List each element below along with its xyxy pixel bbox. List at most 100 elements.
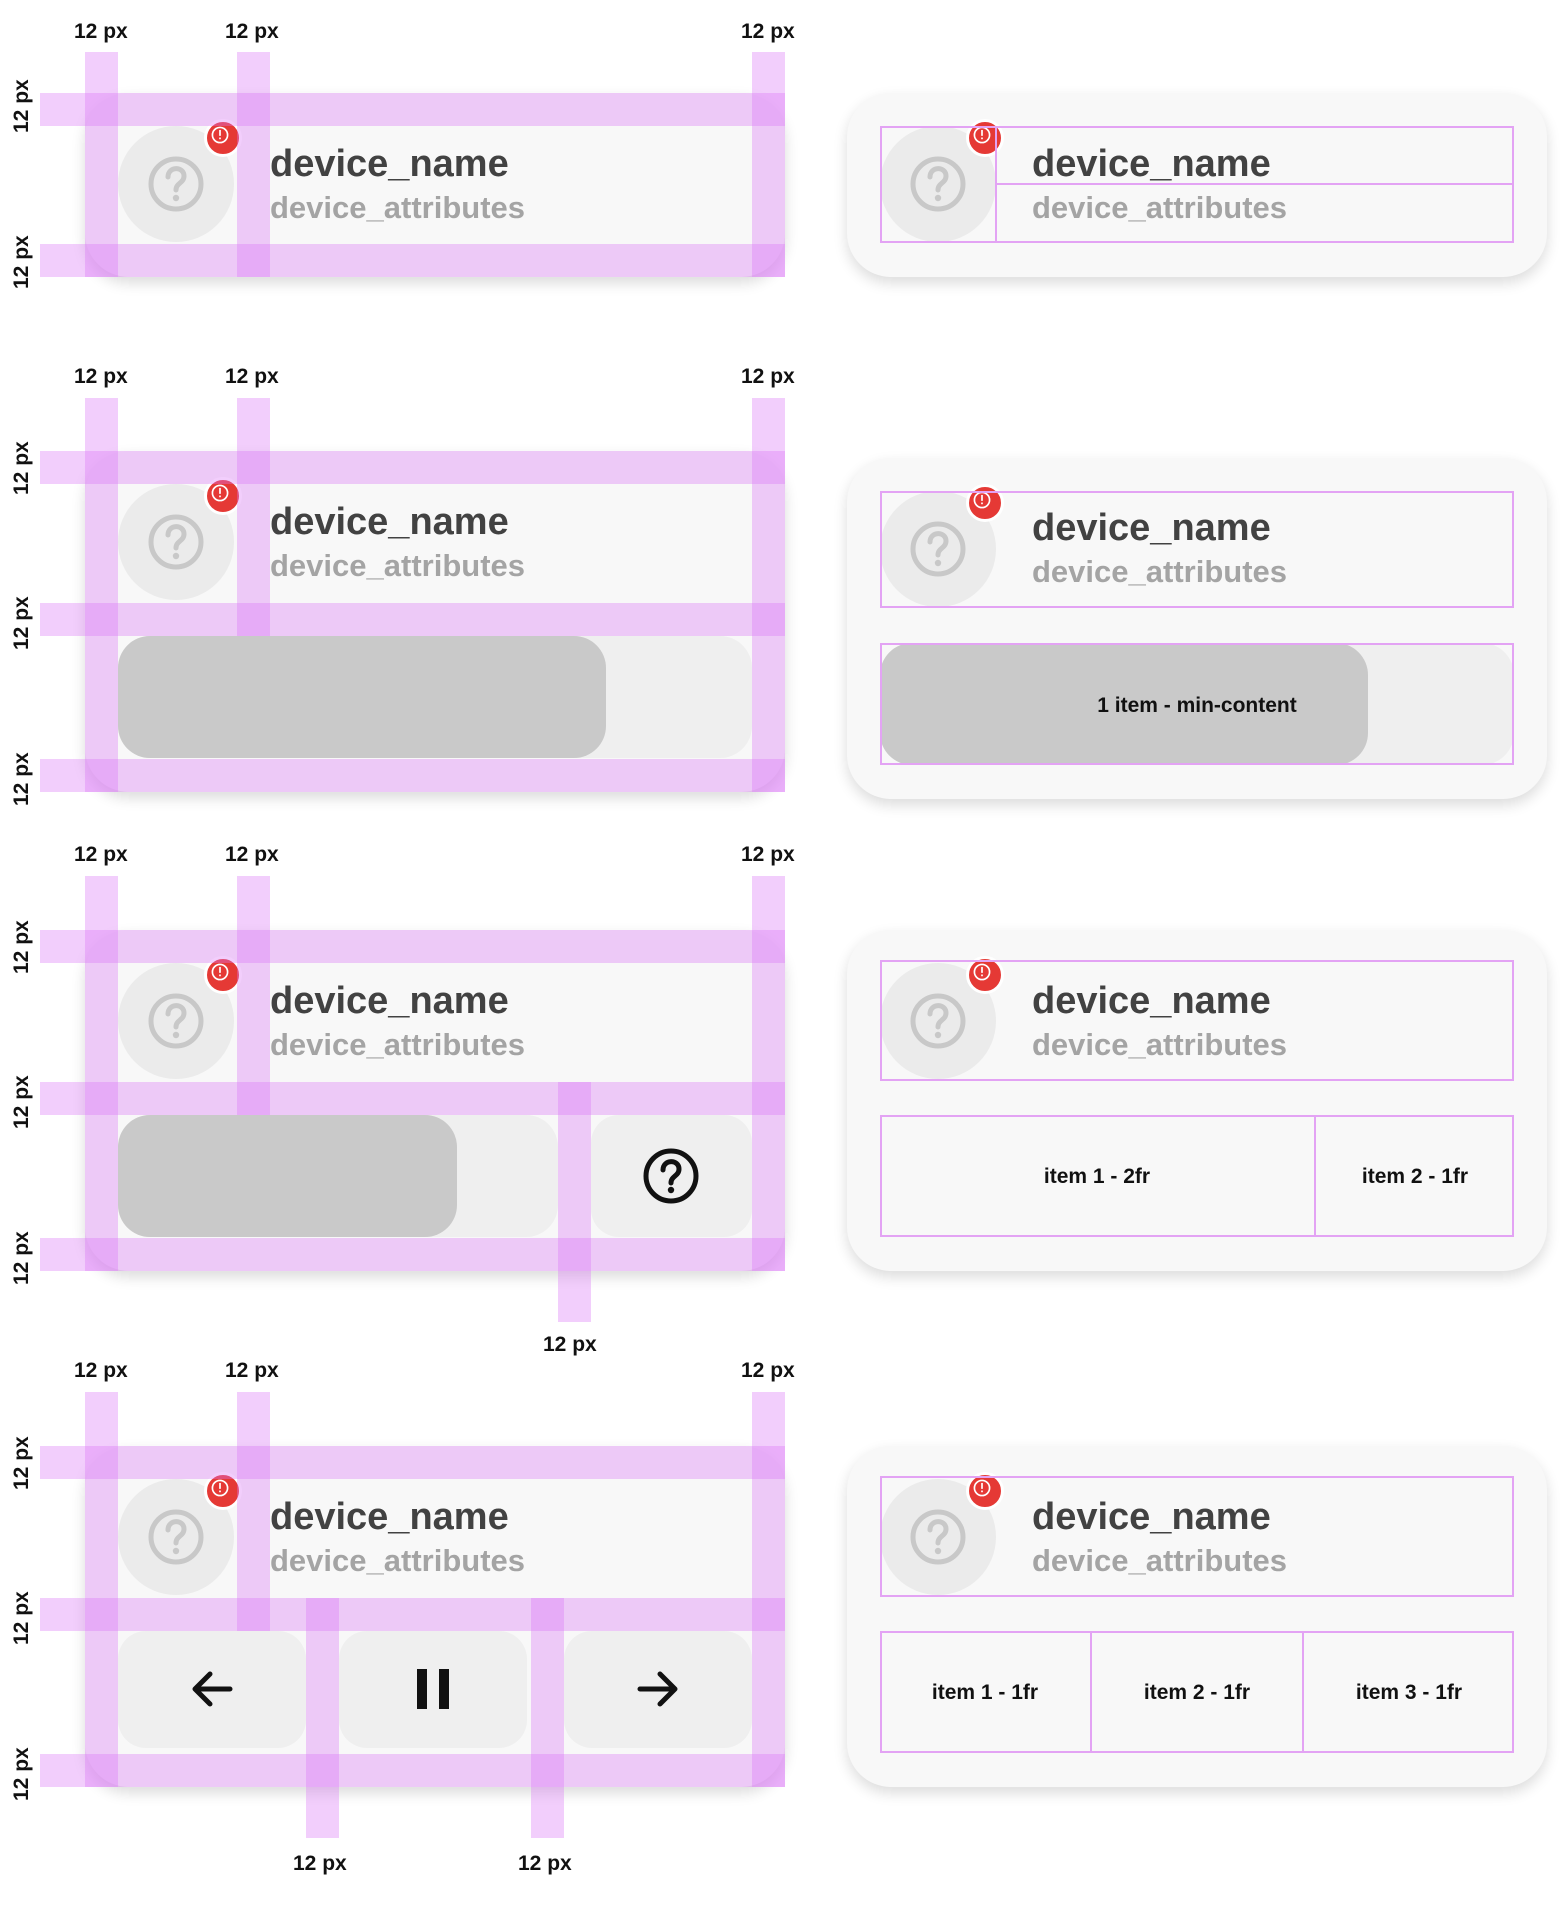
slider-track[interactable] — [118, 636, 752, 758]
grid-item-label: 1 item - min-content — [1097, 694, 1297, 717]
gap-guide-icon — [237, 1392, 270, 1631]
device-name: device_name — [1032, 980, 1271, 1022]
help-circle-icon — [144, 152, 208, 216]
padding-guide-left — [85, 52, 118, 277]
padding-guide-right — [752, 398, 785, 792]
grid-column-divider — [1302, 1631, 1304, 1753]
measure-label: 12 px — [225, 365, 279, 388]
help-circle-outline-icon — [643, 1148, 699, 1204]
device-name: device_name — [270, 1496, 509, 1538]
measure-label: 12 px — [74, 365, 128, 388]
padding-guide-left — [85, 876, 118, 1271]
padding-guide-left — [85, 1392, 118, 1787]
measure-label: 12 px — [10, 1747, 33, 1801]
slider-track[interactable] — [880, 643, 1514, 765]
grid-item-label: item 1 - 1fr — [931, 1681, 1039, 1704]
device-name: device_name — [1032, 1496, 1271, 1538]
pause-icon — [417, 1669, 449, 1709]
padding-guide-right — [752, 876, 785, 1271]
measure-label: 12 px — [225, 1359, 279, 1382]
gap-guide-column — [531, 1598, 564, 1838]
padding-guide-right — [752, 52, 785, 277]
padding-guide-bottom — [40, 1754, 785, 1787]
grid-outline-row — [880, 1631, 1514, 1753]
measure-label: 12 px — [518, 1852, 572, 1875]
slider-fill — [118, 1115, 457, 1237]
device-attributes: device_attributes — [270, 548, 525, 583]
device-name: device_name — [270, 501, 509, 543]
grid-outline-header — [880, 491, 1514, 608]
measure-label: 12 px — [74, 20, 128, 43]
measure-label: 12 px — [293, 1852, 347, 1875]
slider-fill — [118, 636, 607, 758]
device-attributes: device_attributes — [1032, 1543, 1287, 1578]
grid-item-label: item 1 - 2fr — [1043, 1165, 1151, 1188]
grid-outline-slider — [880, 643, 1514, 765]
previous-button[interactable] — [118, 1631, 306, 1748]
padding-guide-bottom — [40, 759, 785, 792]
gap-guide-icon — [237, 398, 270, 636]
pause-button[interactable] — [339, 1631, 527, 1748]
measure-label: 12 px — [741, 1359, 795, 1382]
grid-outline-icon-area — [880, 126, 997, 243]
measure-label: 12 px — [10, 920, 33, 974]
grid-item-label: item 2 - 1fr — [1143, 1681, 1251, 1704]
padding-guide-top — [40, 93, 785, 126]
arrow-forward-icon — [637, 1671, 678, 1707]
device-attributes: device_attributes — [270, 1543, 525, 1578]
alert-badge — [966, 1472, 1004, 1510]
measure-label: 12 px — [10, 1231, 33, 1285]
gap-guide-row — [40, 1598, 785, 1631]
alert-badge — [966, 484, 1004, 522]
arrow-back-icon — [192, 1671, 233, 1707]
gap-guide-column — [558, 1082, 591, 1322]
alert-badge — [966, 956, 1004, 994]
alert-badge — [204, 477, 242, 515]
measure-label: 12 px — [741, 843, 795, 866]
padding-guide-top — [40, 1446, 785, 1479]
alert-badge — [204, 956, 242, 994]
next-button[interactable] — [564, 1631, 752, 1748]
gap-guide-row — [40, 1082, 785, 1115]
alert-badge — [966, 119, 1004, 157]
slider-track[interactable] — [118, 1115, 558, 1237]
measure-label: 12 px — [225, 20, 279, 43]
padding-guide-left — [85, 398, 118, 792]
padding-guide-right — [752, 1392, 785, 1787]
alert-badge — [204, 1472, 242, 1510]
alert-icon — [207, 480, 239, 512]
gap-guide-icon — [237, 52, 270, 277]
measure-label: 12 px — [10, 1436, 33, 1490]
grid-column-divider — [1314, 1115, 1316, 1237]
measure-label: 12 px — [741, 20, 795, 43]
measure-label: 12 px — [10, 235, 33, 289]
help-button[interactable] — [591, 1115, 752, 1237]
help-circle-icon — [144, 1505, 208, 1569]
grid-outline-header — [880, 960, 1514, 1081]
grid-item-label: item 2 - 1fr — [1361, 1165, 1469, 1188]
slider-fill — [880, 643, 1369, 765]
grid-column-divider — [1090, 1631, 1092, 1753]
gap-guide-row — [40, 603, 785, 636]
help-circle-icon — [144, 510, 208, 574]
measure-label: 12 px — [225, 843, 279, 866]
measure-label: 12 px — [741, 365, 795, 388]
alert-icon — [207, 122, 239, 154]
measure-label: 12 px — [10, 441, 33, 495]
device-name: device_name — [1032, 143, 1271, 185]
device-attributes: device_attributes — [1032, 554, 1287, 589]
measure-label: 12 px — [10, 1075, 33, 1129]
measure-label: 12 px — [10, 752, 33, 806]
alert-badge — [204, 119, 242, 157]
help-circle-icon — [144, 989, 208, 1053]
padding-guide-bottom — [40, 244, 785, 277]
grid-outline-name-area — [995, 126, 1514, 185]
alert-icon — [207, 959, 239, 991]
padding-guide-bottom — [40, 1238, 785, 1271]
measure-label: 12 px — [10, 596, 33, 650]
measure-label: 12 px — [74, 1359, 128, 1382]
padding-guide-top — [40, 451, 785, 484]
grid-outline-header — [880, 1476, 1514, 1597]
measure-label: 12 px — [74, 843, 128, 866]
measure-label: 12 px — [543, 1333, 597, 1356]
